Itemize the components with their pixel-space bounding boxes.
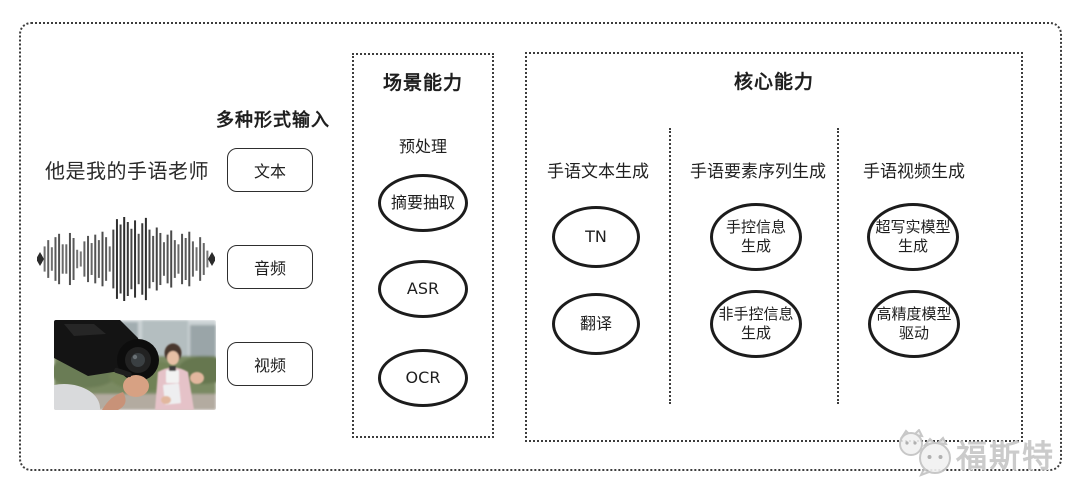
node-high-precision-model-driving: 高精度模型 驱动: [868, 290, 960, 358]
node-summary-extraction: 摘要抽取: [378, 174, 468, 232]
input-section-label: 多种形式输入: [216, 110, 330, 131]
core-capability-box: 核心能力 手语文本生成 手语要素序列生成 手语视频生成 TN 翻译 手控信息 生…: [525, 52, 1023, 442]
example-sentence-text: 他是我的手语老师: [45, 159, 209, 183]
preprocess-label: 预处理: [398, 137, 447, 156]
node-tn: TN: [552, 206, 640, 268]
column-divider-2: [837, 128, 839, 404]
core-box-title: 核心能力: [733, 71, 814, 93]
scene-capability-box: 场景能力 预处理 摘要抽取 ASR OCR: [352, 53, 494, 438]
watermark: 福斯特: [894, 429, 1055, 477]
camera-filming-reporter-photo: [54, 320, 216, 410]
column-header-text-generation: 手语文本生成: [547, 162, 649, 182]
cat-chat-bubbles-logo-icon: [899, 429, 951, 477]
column-divider-1: [669, 128, 671, 404]
input-box-video: 视频: [227, 342, 313, 386]
node-non-manual-info-generation: 非手控信息 生成: [710, 290, 802, 358]
scene-box-title: 场景能力: [382, 72, 463, 94]
node-manual-info-generation: 手控信息 生成: [710, 203, 802, 271]
column-header-element-sequence-generation: 手语要素序列生成: [690, 162, 826, 182]
node-asr: ASR: [378, 260, 468, 318]
input-box-audio: 音频: [227, 245, 313, 289]
column-header-video-generation: 手语视频生成: [863, 162, 965, 182]
node-hyperrealistic-model-generation: 超写实模型 生成: [867, 203, 959, 271]
node-ocr: OCR: [378, 349, 468, 407]
input-box-text-label: 文本: [253, 162, 286, 181]
input-box-video-label: 视频: [253, 356, 286, 375]
node-translation: 翻译: [552, 293, 640, 355]
input-box-audio-label: 音频: [253, 259, 286, 278]
reporter-photo-graphic: [54, 320, 216, 410]
audio-waveform-graphic: [37, 217, 215, 301]
outer-dotted-border: [19, 22, 1062, 471]
watermark-text: 福斯特: [956, 438, 1055, 475]
input-box-text: 文本: [227, 148, 313, 192]
